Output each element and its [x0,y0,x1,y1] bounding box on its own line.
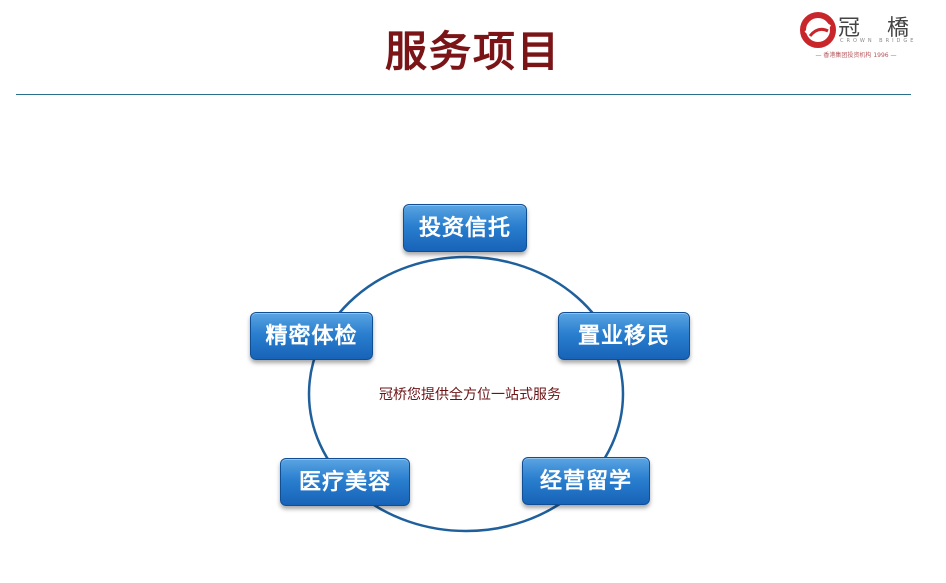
node-label: 医疗美容 [298,470,391,495]
crown-bridge-logo-icon [800,12,836,48]
logo-english-name: CROWN BRIDGE [840,38,917,44]
logo-tagline: — 香港集团投资机构 1996 — [815,52,897,59]
node-medical-beauty[interactable]: 医疗美容 [280,458,410,506]
node-property-immigration[interactable]: 置业移民 [558,312,690,360]
node-label: 投资信托 [418,216,511,241]
company-logo: 冠 橋 CROWN BRIDGE — 香港集团投资机构 1996 — [796,8,916,60]
node-label: 经营留学 [539,469,632,494]
center-text: 冠桥您提供全方位一站式服务 [379,387,561,403]
node-precision-checkup[interactable]: 精密体检 [250,312,373,360]
node-business-study-abroad[interactable]: 经营留学 [522,457,650,505]
logo-chinese-name: 冠 橋 [838,16,919,41]
node-label: 置业移民 [577,324,670,349]
page-title: 服务项目 [384,27,561,76]
node-label: 精密体检 [265,324,358,349]
header-divider [16,94,911,95]
node-investment-trust[interactable]: 投资信托 [403,204,527,252]
